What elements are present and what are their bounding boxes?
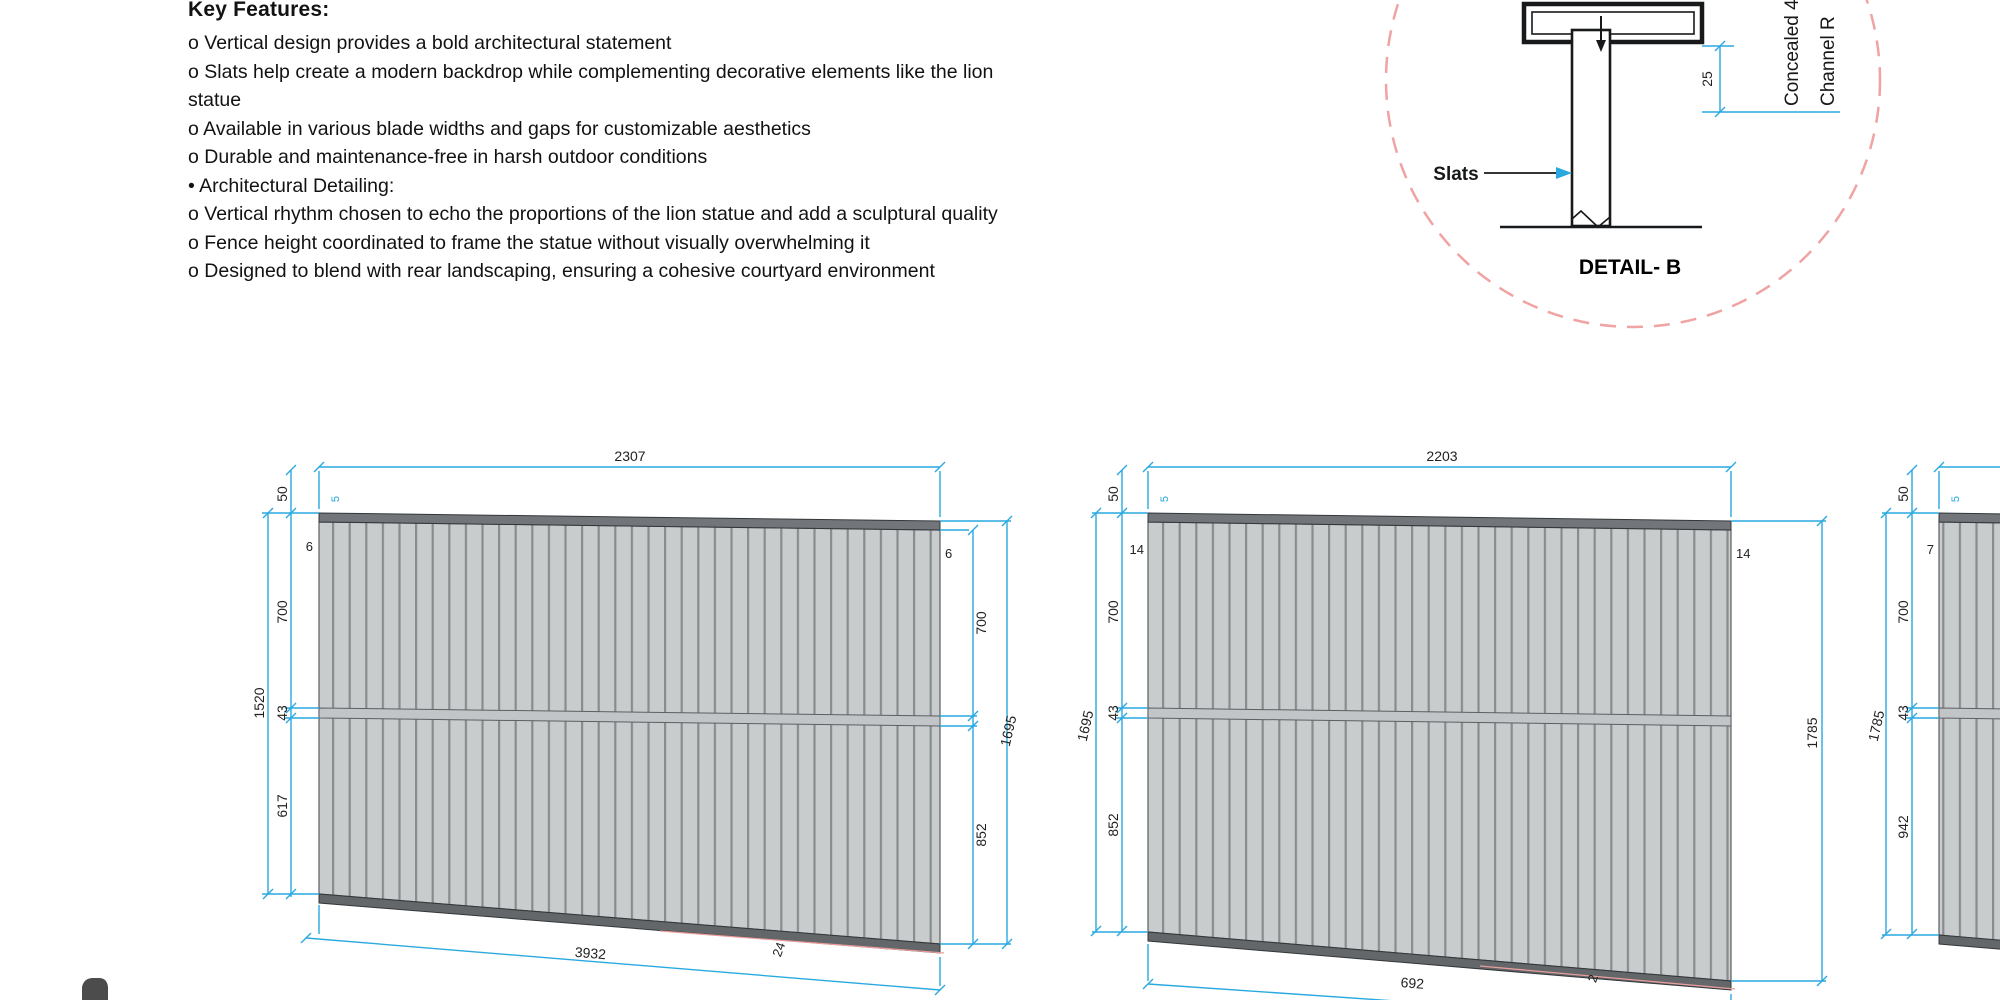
dim-left-mid: 43 <box>1105 705 1121 721</box>
dim-left-edge: 7 <box>1927 542 1934 557</box>
dim-right-total: 1695 <box>997 714 1020 748</box>
dim-left-total: 1695 <box>1074 709 1097 743</box>
dim-right-lower: 852 <box>973 823 989 847</box>
dim-right-total: 1785 <box>1804 717 1820 748</box>
fence-1-slats <box>318 521 941 945</box>
dim-left-mid: 43 <box>1895 705 1911 721</box>
key-feature-bullet: • Architectural Detailing: <box>188 174 395 197</box>
dim-ticks <box>1714 40 1726 118</box>
detail-b-dimension-lines <box>1702 45 1840 113</box>
dim-left-gap: 50 <box>1105 486 1121 502</box>
dim-left-total: 1520 <box>251 687 267 718</box>
dim-bottom-slope: 2 <box>1584 972 1601 984</box>
dim-label-25: 25 <box>1699 71 1715 87</box>
dim-left-lower: 617 <box>274 794 290 818</box>
dim-ticks <box>1090 461 1828 990</box>
key-feature-bullet: o Vertical rhythm chosen to echo the pro… <box>188 203 998 225</box>
key-feature-bullet: o Vertical design provides a bold archit… <box>188 32 672 54</box>
slats-leader-arrow <box>1556 167 1572 179</box>
grade-reference-line <box>1479 965 1736 990</box>
detail-b-title: DETAIL- B <box>1579 256 1681 279</box>
slats-label: Slats <box>1433 164 1478 185</box>
fence-elevation-1: 2307 50 6 700 1520 43 617 5 6 700 852 16… <box>251 448 1020 996</box>
dim-right-edge: 14 <box>1736 546 1750 561</box>
detail-b-callout: Slats 25 Concealed 4 Channel R DETAIL- B <box>1384 0 1882 329</box>
fence-3-bottom-rail <box>1938 934 2000 950</box>
fence-elevation-2: 2203 50 14 700 43 852 1695 5 14 1785 692… <box>1074 448 1828 1000</box>
grade-reference-line <box>659 930 945 954</box>
fence-elevation-3: 50 7 700 43 942 1785 5 <box>1865 461 2000 950</box>
dim-left-upper: 700 <box>1105 600 1121 624</box>
fence-3-middle-rail <box>1938 707 2000 720</box>
dim-left-upper: 700 <box>274 600 290 624</box>
key-features-block: Key Features: o Vertical design provides… <box>188 0 1050 286</box>
dim-left-mid: 43 <box>274 705 290 721</box>
fence-2-dimension-lines <box>1092 466 1826 1000</box>
corner-marker: 5 <box>1159 496 1171 502</box>
dim-bottom-length: 3932 <box>574 944 607 963</box>
insert-arrow-head <box>1596 40 1606 52</box>
break-symbol <box>1571 209 1611 229</box>
channel-profile <box>1521 1 1705 45</box>
dim-ticks <box>1880 461 1945 940</box>
detail-b-circle <box>1384 0 1882 329</box>
fence-2-top-rail <box>1147 512 1732 531</box>
slat-profile <box>1570 28 1612 228</box>
key-feature-bullet: o Designed to blend with rear landscapin… <box>188 260 935 282</box>
dim-bottom-slope: 24 <box>769 940 788 959</box>
dim-left-edge: 14 <box>1130 542 1144 557</box>
dim-bottom-length: 692 <box>1400 974 1425 992</box>
fence-2-slats <box>1147 521 1732 982</box>
dim-left-gap: 50 <box>1895 486 1911 502</box>
fence-2-middle-rail <box>1147 707 1732 727</box>
channel-inner-wall <box>1531 11 1695 35</box>
statue-drawing-fragment <box>82 978 108 1000</box>
dim-top-width: 2203 <box>1426 448 1457 464</box>
dim-left-total: 1785 <box>1865 709 1888 743</box>
dim-top-width: 2307 <box>614 448 645 464</box>
key-features-title: Key Features: <box>188 0 330 21</box>
dim-left-edge: 6 <box>306 539 313 554</box>
dim-left-upper: 700 <box>1895 600 1911 624</box>
channel-note-line2: Channel R <box>1818 16 1839 106</box>
dim-left-lower: 852 <box>1105 813 1121 837</box>
corner-marker: 5 <box>1950 496 1962 502</box>
channel-note-line1: Concealed 4 <box>1782 0 1803 106</box>
dim-ticks <box>262 461 1013 996</box>
fence-3-top-rail <box>1938 512 2000 524</box>
dim-left-lower: 942 <box>1895 815 1911 839</box>
dim-right-edge: 6 <box>945 546 952 561</box>
corner-marker: 5 <box>330 496 342 502</box>
dim-right-upper: 700 <box>973 611 989 635</box>
key-feature-bullet: o Durable and maintenance-free in harsh … <box>188 146 708 168</box>
key-feature-bullet: o Available in various blade widths and … <box>188 117 811 140</box>
key-feature-bullet: o Slats help create a modern backdrop wh… <box>188 60 994 112</box>
fence-3-slats <box>1938 521 2000 942</box>
dim-left-gap: 50 <box>274 486 290 502</box>
key-feature-bullet: o Fence height coordinated to frame the … <box>188 231 870 254</box>
